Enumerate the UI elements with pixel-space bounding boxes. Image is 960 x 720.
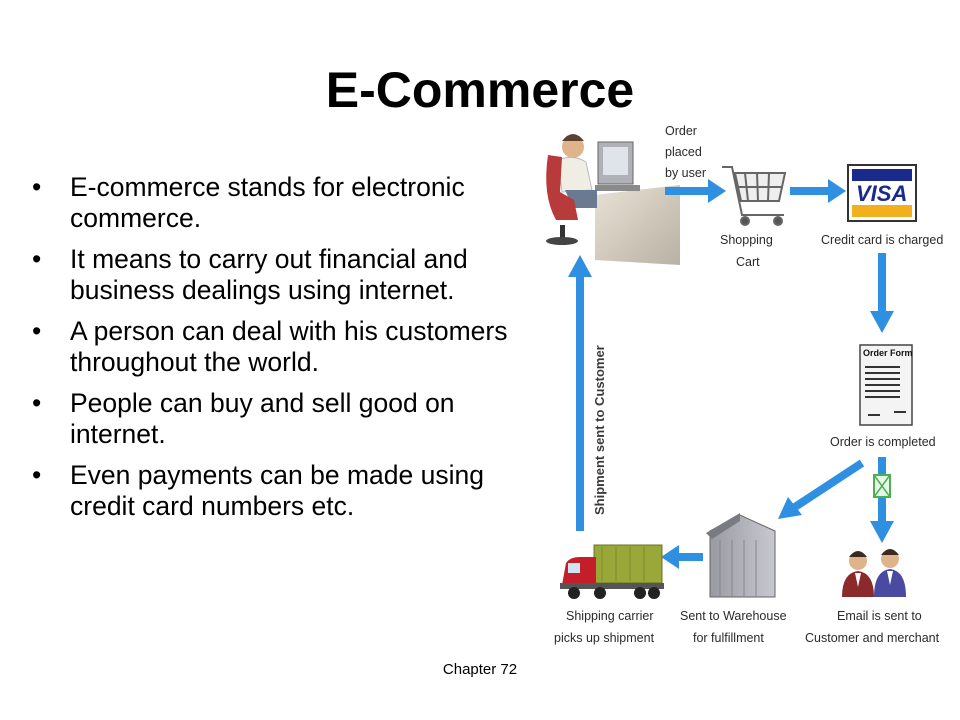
credit-card-charged-label: Credit card is charged — [821, 233, 943, 247]
truck-icon — [560, 544, 664, 599]
shipping-carrier-label: picks up shipment — [554, 631, 655, 645]
shopping-cart-label: Shopping — [720, 233, 773, 247]
envelope-icon — [873, 474, 891, 498]
shipping-carrier-label: Shipping carrier — [566, 609, 654, 623]
warehouse-label: Sent to Warehouse — [680, 609, 787, 623]
ecommerce-flow-diagram: Order placed by user Shopping Cart VISA … — [546, 124, 943, 645]
bullet-item: • It means to carry out financial and bus… — [30, 244, 535, 306]
shopping-cart-icon — [722, 166, 787, 226]
bullet-item: • A person can deal with his customers th… — [30, 316, 535, 378]
shipment-sent-label: Shipment sent to Customer — [592, 345, 607, 515]
order-placed-label: placed — [665, 145, 702, 159]
email-sent-label: Email is sent to — [837, 609, 922, 623]
bullet-text: A person can deal with his customers thr… — [70, 316, 508, 377]
arrow-down-icon — [870, 457, 894, 543]
order-placed-label: Order — [665, 124, 697, 138]
arrow-right-icon — [665, 179, 726, 203]
bullet-text: E-commerce stands for electronic commerc… — [70, 172, 465, 233]
order-placed-label: by user — [665, 166, 706, 180]
order-form-title: Order Form — [863, 348, 913, 358]
arrow-right-icon — [790, 179, 846, 203]
user-at-computer-icon — [546, 134, 680, 265]
bullet-text: People can buy and sell good on internet… — [70, 388, 455, 449]
bullet-item: • Even payments can be made using credit … — [30, 460, 535, 522]
arrow-up-icon — [568, 255, 592, 531]
arrow-left-icon — [661, 545, 703, 569]
bullet-dot: • — [32, 172, 42, 202]
slide-footer: Chapter 72 — [442, 661, 518, 678]
warehouse-icon — [706, 513, 776, 598]
visa-card-icon: VISA — [847, 164, 917, 222]
order-completed-label: Order is completed — [830, 435, 936, 449]
bullet-dot: • — [32, 460, 42, 490]
shopping-cart-label: Cart — [736, 255, 760, 269]
email-sent-label: Customer and merchant — [805, 631, 940, 645]
business-people-icon — [842, 549, 906, 597]
bullet-dot: • — [32, 316, 42, 346]
bullet-text: It means to carry out financial and busi… — [70, 244, 468, 305]
bullet-text: Even payments can be made using credit c… — [70, 460, 484, 521]
bullet-item: • E-commerce stands for electronic commer… — [30, 172, 535, 234]
bullet-dot: • — [32, 388, 42, 418]
order-form-icon: Order Form — [859, 344, 913, 426]
slide-title: E-Commerce — [325, 62, 635, 118]
arrow-down-icon — [870, 253, 894, 333]
bullet-list: • E-commerce stands for electronic commer… — [30, 172, 535, 532]
arrow-diagonal-icon — [778, 459, 865, 519]
warehouse-label: for fulfillment — [693, 631, 764, 645]
bullet-item: • People can buy and sell good on interne… — [30, 388, 535, 450]
bullet-dot: • — [32, 244, 42, 274]
visa-text: VISA — [856, 181, 907, 206]
